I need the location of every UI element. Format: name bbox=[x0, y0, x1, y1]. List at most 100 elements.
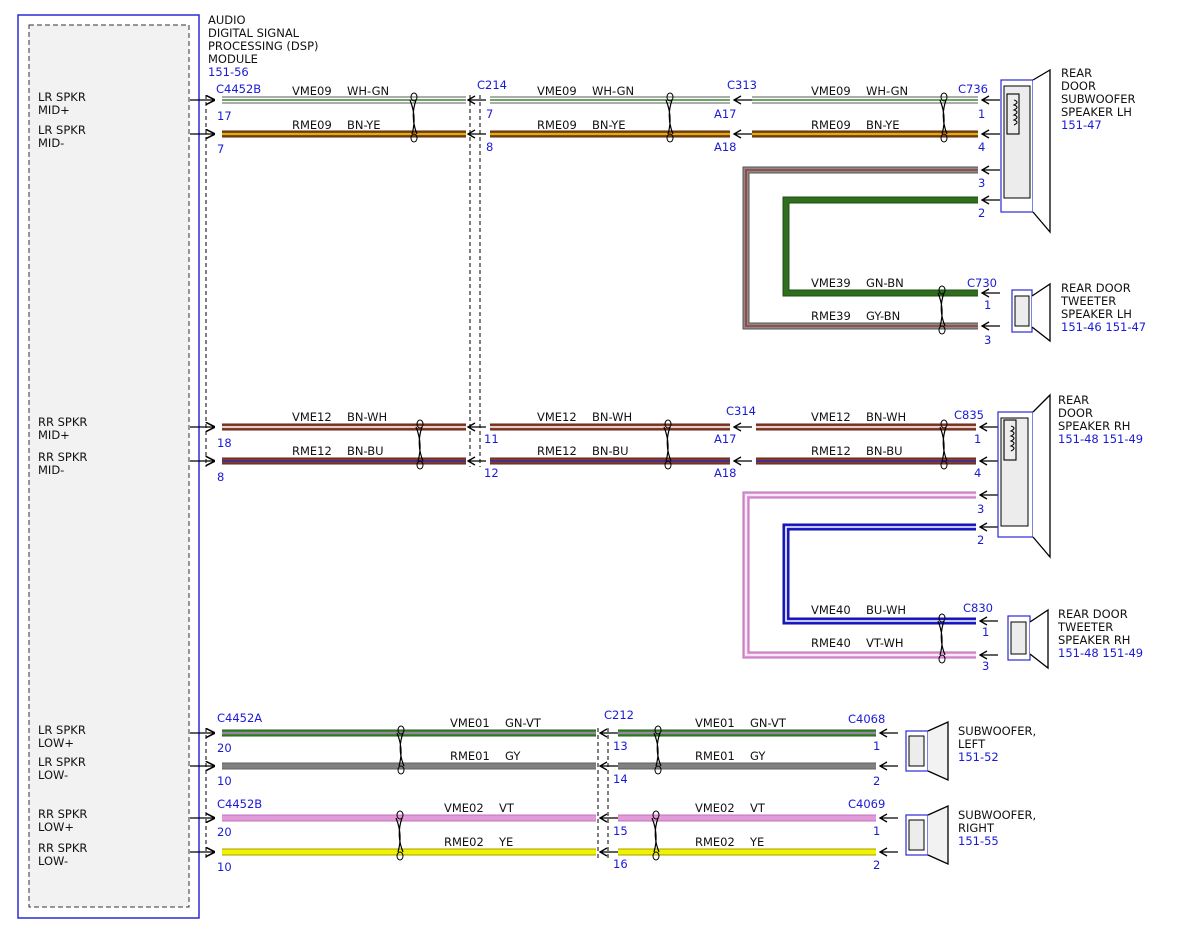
connector-c313: C313 bbox=[727, 78, 757, 92]
pin-arrow bbox=[978, 490, 998, 500]
tweeter-rh-line-2: TWEETER bbox=[1057, 620, 1113, 634]
coil-icon bbox=[1003, 419, 1017, 461]
pin-2-c835: 2 bbox=[977, 533, 984, 547]
twist-marker bbox=[396, 732, 405, 767]
color-bn-ye-3: BN-YE bbox=[866, 118, 900, 132]
color-bn-wh-3: BN-WH bbox=[866, 410, 906, 424]
pin-2-c4069: 2 bbox=[873, 858, 880, 872]
color-gy-1: GY bbox=[505, 749, 521, 763]
twist-marker bbox=[663, 426, 672, 462]
connector-labels: C4452B C214 C313 C736 C730 C314 C835 C83… bbox=[216, 78, 997, 811]
pin-7-c214: 7 bbox=[486, 107, 493, 121]
pin-lr-low-minus-1: LR SPKR bbox=[38, 755, 86, 769]
twist-marker-cap bbox=[416, 419, 424, 429]
pin-arrow bbox=[732, 95, 752, 105]
connector-c4452a: C4452A bbox=[217, 711, 262, 725]
pin-rr-low-minus-1: RR SPKR bbox=[38, 841, 87, 855]
circuit-rme02-2: RME02 bbox=[695, 835, 735, 849]
subwoofer-left: SUBWOOFER, LEFT 151-52 bbox=[905, 720, 1036, 782]
pin-10-c4452b: 10 bbox=[217, 860, 232, 874]
sub-lh-line-4: SPEAKER LH bbox=[1061, 105, 1132, 119]
pin-2-c4068: 2 bbox=[873, 774, 880, 788]
color-vt-1: VT bbox=[499, 801, 515, 815]
color-bn-wh-1: BN-WH bbox=[347, 410, 387, 424]
pin-numbers: 17 7 7 8 A17 A18 1 4 3 2 1 3 18 8 11 12 … bbox=[217, 107, 991, 874]
pin-arrow bbox=[978, 616, 998, 626]
connector-c4068: C4068 bbox=[848, 712, 885, 726]
twist-marker bbox=[651, 817, 660, 853]
circuit-vme12-1: VME12 bbox=[292, 410, 332, 424]
pin-16: 16 bbox=[613, 857, 628, 871]
circuit-vme02-2: VME02 bbox=[695, 801, 735, 815]
twist-marker bbox=[937, 620, 946, 656]
sub-right-ref: 151-55 bbox=[958, 834, 999, 848]
pin-arrow bbox=[732, 456, 752, 466]
color-bn-bu-1: BN-BU bbox=[347, 444, 384, 458]
pin-lr-mid-minus-2: MID- bbox=[38, 136, 64, 150]
color-bn-bu-2: BN-BU bbox=[592, 444, 629, 458]
twist-marker bbox=[653, 732, 662, 767]
twist-marker bbox=[415, 426, 424, 462]
color-gy-2: GY bbox=[750, 749, 766, 763]
pin-3-c730: 3 bbox=[984, 333, 991, 347]
twist-marker-cap bbox=[938, 325, 946, 335]
twist-marker bbox=[665, 99, 674, 135]
pin-arrow bbox=[732, 422, 752, 432]
twist-marker-cap bbox=[652, 851, 660, 861]
color-gn-vt-2: GN-VT bbox=[750, 716, 787, 730]
connector-c4452b-bottom: C4452B bbox=[217, 797, 262, 811]
color-ye-1: YE bbox=[498, 835, 513, 849]
module-title-line-1: AUDIO bbox=[208, 13, 246, 27]
pin-arrow bbox=[980, 165, 1000, 175]
wire-vme40 bbox=[782, 523, 976, 625]
color-ye-2: YE bbox=[749, 835, 764, 849]
twist-marker-cap bbox=[938, 654, 946, 664]
dsp-module bbox=[17, 14, 200, 919]
pin-lr-mid-plus-2: MID+ bbox=[38, 103, 70, 117]
color-gn-vt-1: GN-VT bbox=[505, 716, 542, 730]
connector-outlines bbox=[205, 95, 609, 858]
pin-4-c736: 4 bbox=[978, 140, 985, 154]
pin-arrow bbox=[978, 422, 998, 432]
twist-marker-cap bbox=[652, 810, 660, 820]
pin-1-c730: 1 bbox=[984, 298, 991, 312]
coil-icon bbox=[1006, 93, 1020, 135]
pin-arrow bbox=[598, 847, 618, 857]
speaker-rh-line-3: SPEAKER RH bbox=[1058, 419, 1130, 433]
module-title-line-2: DIGITAL SIGNAL bbox=[208, 26, 300, 40]
connector-c314: C314 bbox=[726, 404, 756, 418]
circuit-rme12-1: RME12 bbox=[292, 444, 332, 458]
twist-marker-cap bbox=[940, 419, 948, 429]
pin-rr-low-minus-2: LOW- bbox=[38, 854, 68, 868]
pin-1-c736: 1 bbox=[978, 107, 985, 121]
pin-15: 15 bbox=[613, 824, 628, 838]
pin-8-c214: 8 bbox=[486, 140, 493, 154]
pin-1-c4068: 1 bbox=[873, 739, 880, 753]
pin-arrow bbox=[980, 288, 1000, 298]
twist-marker-cap bbox=[397, 765, 405, 775]
pin-17: 17 bbox=[217, 109, 232, 123]
wire-rme40 bbox=[742, 491, 976, 659]
pin-arrow bbox=[466, 456, 486, 466]
pin-2-c736: 2 bbox=[978, 206, 985, 220]
pin-20-c4452a: 20 bbox=[217, 741, 232, 755]
pin-lr-mid-plus-1: LR SPKR bbox=[38, 90, 86, 104]
rear-door-tweeter-rh: REAR DOOR TWEETER SPEAKER RH 151-48 151-… bbox=[1007, 607, 1143, 670]
circuit-rme40: RME40 bbox=[811, 636, 851, 650]
twist-marker-cap bbox=[416, 460, 424, 470]
pin-arrow bbox=[598, 761, 618, 771]
twist-marker-cap bbox=[666, 92, 674, 102]
pin-arrow bbox=[466, 422, 486, 432]
color-bn-ye-1: BN-YE bbox=[347, 118, 381, 132]
pin-a17-c313: A17 bbox=[714, 107, 737, 121]
pin-rr-low-plus-2: LOW+ bbox=[38, 820, 74, 834]
pin-13: 13 bbox=[613, 739, 628, 753]
twist-marker-cap bbox=[396, 810, 404, 820]
tweeter-lh-line-2: TWEETER bbox=[1060, 294, 1116, 308]
circuit-vme12-2: VME12 bbox=[537, 410, 577, 424]
pin-arrow bbox=[598, 813, 618, 823]
twist-marker-cap bbox=[396, 851, 404, 861]
pin-3-c830: 3 bbox=[982, 659, 989, 673]
pin-arrow bbox=[980, 129, 1000, 139]
